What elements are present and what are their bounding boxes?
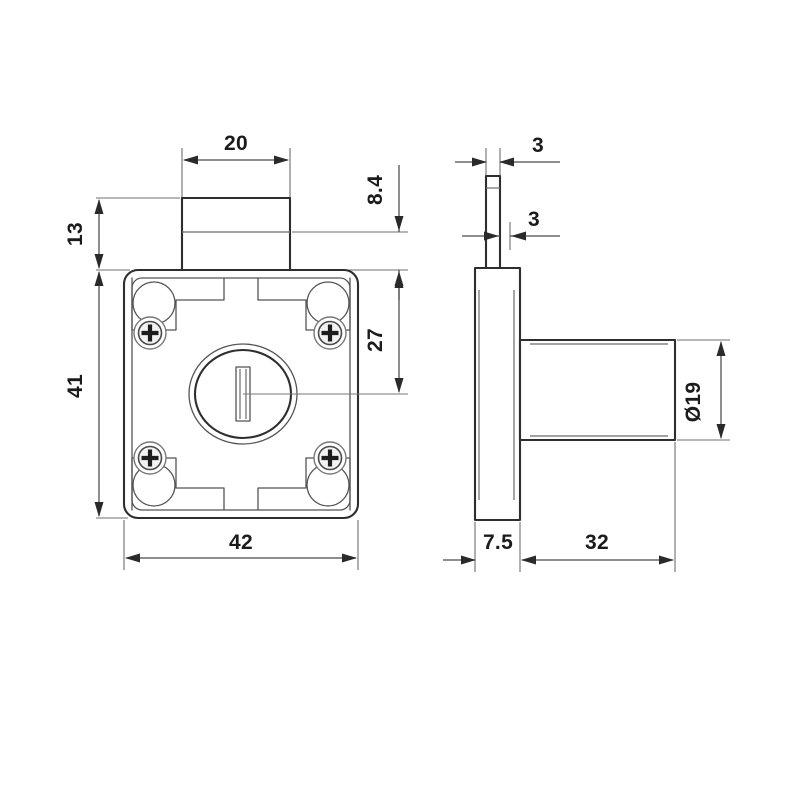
back-plate-side [473,266,522,522]
side-view: 3 3 [443,134,730,572]
mounting-tab [180,196,292,272]
front-view: 20 13 8.4 [64,132,408,570]
dimension-plate-depth: 7.5 [443,522,521,572]
corner-detail-top-left [131,277,225,331]
dimension-tab-height: 13 [64,197,180,271]
dim-32-label: 32 [585,531,609,554]
dimension-tab-width: 20 [183,132,289,165]
dim-dia-19-label: Ø19 [682,382,705,423]
dim-13-label: 13 [64,222,87,246]
dimension-cylinder-length: 32 [521,442,676,572]
dim-41-label: 41 [64,374,87,398]
screw-bottom-right [313,441,347,475]
dim-3-plate-label: 3 [528,208,540,231]
lock-cylinder-side [518,338,677,442]
front-tab-width-extensions [181,148,291,200]
dim-7-5-label: 7.5 [483,531,513,554]
mounting-tab-side [484,174,502,272]
dim-8-4-label: 8.4 [364,175,387,205]
corner-detail-bottom-right [257,457,351,511]
dim-42-label: 42 [229,531,253,554]
screw-top-left [133,316,167,350]
dim-27-label: 27 [364,328,387,352]
screw-top-right [313,316,347,350]
dimension-plate-thickness: 3 [462,208,560,250]
dimension-body-width: 42 [123,520,359,570]
dim-3-top-label: 3 [532,134,544,157]
dim-20-label: 20 [224,132,248,155]
dimension-tab-thickness: 3 [455,134,560,176]
dimension-cylinder-diameter: Ø19 [677,339,730,441]
corner-detail-top-right [257,277,351,331]
dimension-body-height: 41 [64,271,128,519]
screw-bottom-left [133,441,167,475]
